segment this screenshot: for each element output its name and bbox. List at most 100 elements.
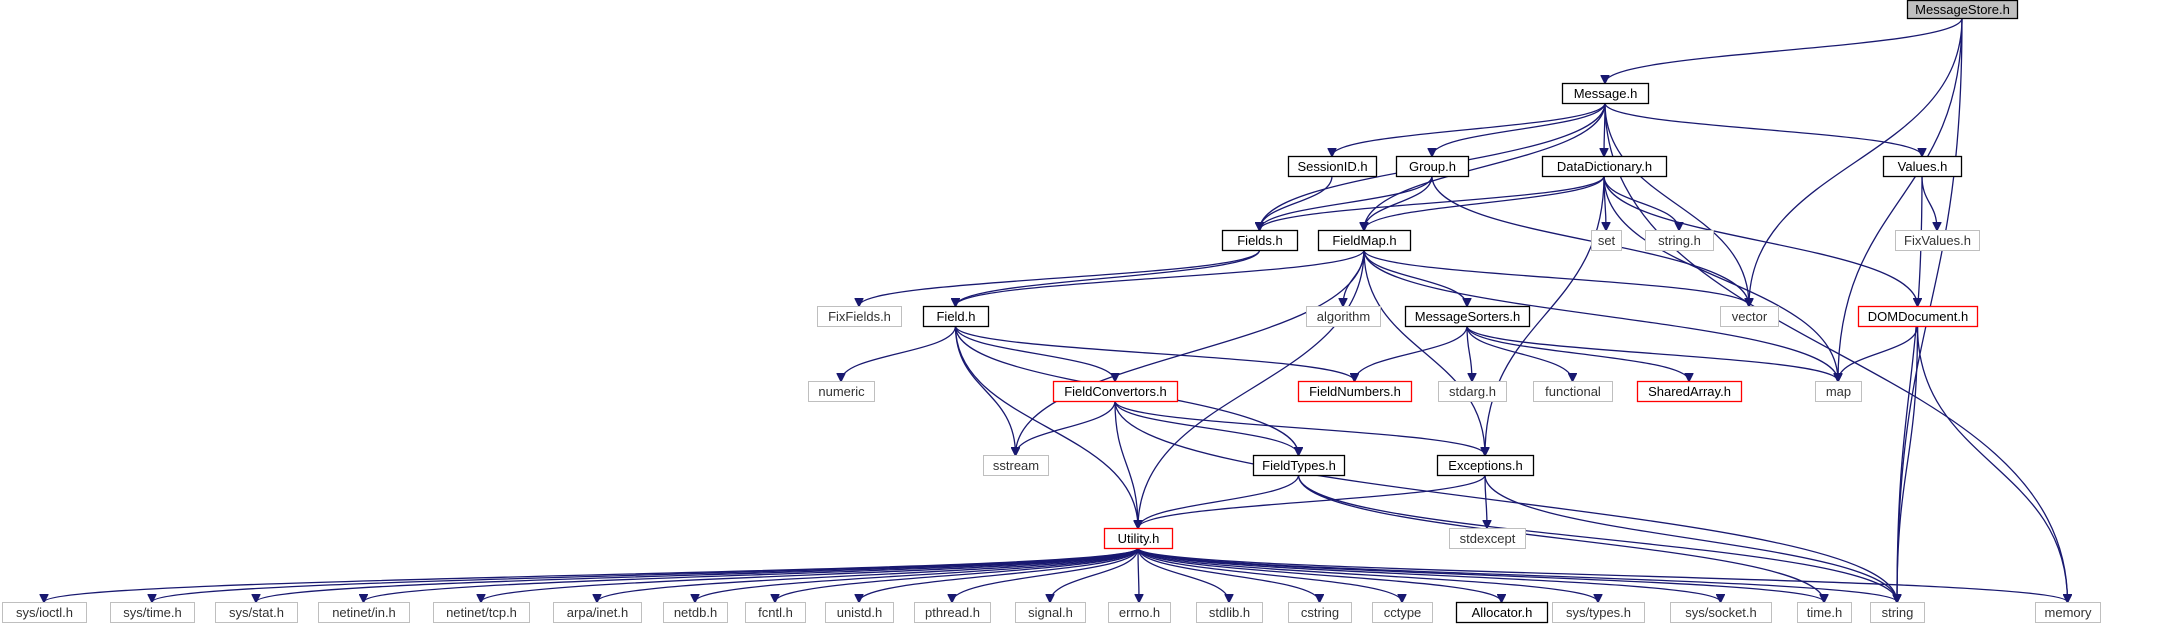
edge-messagesorters-h-to-sharedarray-h: [1466, 325, 1689, 381]
edge-messagesorters-h-to-functional: [1466, 325, 1573, 381]
node-box: [1372, 602, 1433, 623]
node-messagestore-h[interactable]: MessageStore.h: [1906, 0, 2019, 20]
edge-fields-h-to-fixfields-h: [859, 249, 1261, 306]
node-sessionid-h[interactable]: SessionID.h: [1287, 155, 1378, 178]
node-utility-h[interactable]: Utility.h: [1103, 527, 1174, 550]
node-arpa-inet-h: arpa/inet.h: [553, 602, 642, 623]
node-fieldconvertors-h[interactable]: FieldConvertors.h: [1052, 380, 1179, 403]
node-label: netdb.h: [674, 605, 717, 620]
node-label: pthread.h: [925, 605, 980, 620]
node-sharedarray-h[interactable]: SharedArray.h: [1636, 380, 1743, 403]
node-label: Group.h: [1409, 159, 1456, 174]
edge-utility-h-to-time-h: [1137, 547, 1824, 602]
edge-datadictionary-h-to-exceptions-h: [1485, 175, 1605, 455]
edge-utility-h-to-arpa-inet-h: [597, 547, 1139, 602]
node-label: set: [1598, 233, 1616, 248]
node-message-h[interactable]: Message.h: [1561, 82, 1650, 105]
node-box: [745, 602, 806, 623]
node-box: [1815, 381, 1862, 402]
node-fields-h[interactable]: Fields.h: [1221, 229, 1299, 252]
node-exceptions-h[interactable]: Exceptions.h: [1436, 454, 1535, 477]
edge-fieldmap-h-to-field-h: [956, 249, 1365, 306]
node-label: SessionID.h: [1297, 159, 1367, 174]
node-label: functional: [1545, 384, 1601, 399]
node-field-h[interactable]: Field.h: [922, 305, 990, 328]
node-map: map: [1815, 381, 1862, 402]
node-group-h[interactable]: Group.h: [1395, 155, 1470, 178]
edge-utility-h-to-sys-types-h: [1137, 547, 1598, 602]
edge-fieldtypes-h-to-utility-h: [1138, 474, 1300, 528]
node-box: [1306, 306, 1381, 327]
node-label: stdlib.h: [1209, 605, 1250, 620]
edge-utility-h-to-sys-ioctl-h: [44, 547, 1139, 602]
node-fcntl-h: fcntl.h: [745, 602, 806, 623]
node-fieldmap-h[interactable]: FieldMap.h: [1317, 229, 1412, 252]
node-label: Exceptions.h: [1448, 458, 1522, 473]
edge-fieldmap-h-to-utility-h: [1138, 249, 1365, 528]
edge-utility-h-to-sys-socket-h: [1137, 547, 1721, 602]
node-datadictionary-h[interactable]: DataDictionary.h: [1541, 155, 1668, 178]
edge-field-h-to-fieldconvertors-h: [954, 325, 1116, 381]
edge-utility-h-to-netinet-tcp-h: [481, 547, 1139, 602]
node-algorithm: algorithm: [1306, 306, 1381, 327]
node-functional: functional: [1533, 381, 1613, 402]
node-label: cstring: [1301, 605, 1339, 620]
node-label: FieldConvertors.h: [1064, 384, 1167, 399]
node-label: algorithm: [1317, 309, 1370, 324]
edge-messagestore-h-to-message-h: [1605, 17, 1963, 83]
edge-exceptions-h-to-utility-h: [1138, 474, 1486, 528]
node-string: string: [1870, 602, 1925, 623]
node-values-h[interactable]: Values.h: [1882, 155, 1963, 178]
node-domdocument-h[interactable]: DOMDocument.h: [1857, 305, 1979, 328]
edge-field-h-to-utility-h: [954, 325, 1139, 528]
node-messagesorters-h[interactable]: MessageSorters.h: [1404, 305, 1531, 328]
node-label: Field.h: [936, 309, 975, 324]
node-label: sys/stat.h: [229, 605, 284, 620]
node-allocator-h[interactable]: Allocator.h: [1455, 601, 1549, 624]
edge-field-h-to-numeric: [841, 325, 957, 381]
node-set: set: [1591, 230, 1622, 251]
node-label: signal.h: [1028, 605, 1073, 620]
node-box: [1895, 230, 1980, 251]
edge-fieldconvertors-h-to-fieldtypes-h: [1114, 400, 1299, 455]
node-label: sys/types.h: [1566, 605, 1631, 620]
node-box: [1455, 601, 1549, 624]
edge-utility-h-to-stdlib-h: [1137, 547, 1229, 602]
node-cstring: cstring: [1288, 602, 1352, 623]
edge-datadictionary-h-to-string-h: [1603, 175, 1679, 230]
node-label: Values.h: [1898, 159, 1948, 174]
node-sys-ioctl-h: sys/ioctl.h: [2, 602, 87, 623]
node-box: [1591, 230, 1622, 251]
node-box: [2035, 602, 2101, 623]
edge-utility-h-to-sys-time-h: [152, 547, 1139, 602]
node-box: [1636, 380, 1743, 403]
node-label: fcntl.h: [758, 605, 793, 620]
node-box: [1287, 155, 1378, 178]
node-fieldnumbers-h[interactable]: FieldNumbers.h: [1297, 380, 1413, 403]
node-box: [318, 602, 410, 623]
node-label: netinet/tcp.h: [446, 605, 517, 620]
edge-utility-h-to-fcntl-h: [775, 547, 1139, 602]
edge-fieldmap-h-to-exceptions-h: [1363, 249, 1485, 455]
node-label: Message.h: [1574, 86, 1638, 101]
edge-utility-h-to-netdb-h: [695, 547, 1139, 602]
node-memory: memory: [2035, 602, 2101, 623]
edge-utility-h-to-errno-h: [1138, 547, 1139, 602]
edge-message-h-to-values-h: [1604, 102, 1922, 156]
node-box: [1449, 528, 1526, 549]
node-box: [2, 602, 87, 623]
node-label: sys/ioctl.h: [16, 605, 73, 620]
edge-fieldtypes-h-to-string: [1297, 474, 1898, 602]
node-label: FieldTypes.h: [1262, 458, 1336, 473]
edge-fieldtypes-h-to-time-h: [1297, 474, 1825, 602]
node-fieldtypes-h[interactable]: FieldTypes.h: [1252, 454, 1346, 477]
node-label: FieldMap.h: [1332, 233, 1396, 248]
node-netinet-tcp-h: netinet/tcp.h: [433, 602, 530, 623]
node-box: [663, 602, 728, 623]
node-sstream: sstream: [983, 455, 1049, 476]
edge-messagestore-h-to-map: [1838, 17, 1963, 381]
edge-fieldmap-h-to-sstream: [1016, 249, 1365, 455]
edge-fieldmap-h-to-vector: [1363, 249, 1749, 306]
node-box: [1288, 602, 1352, 623]
node-box: [215, 602, 298, 623]
